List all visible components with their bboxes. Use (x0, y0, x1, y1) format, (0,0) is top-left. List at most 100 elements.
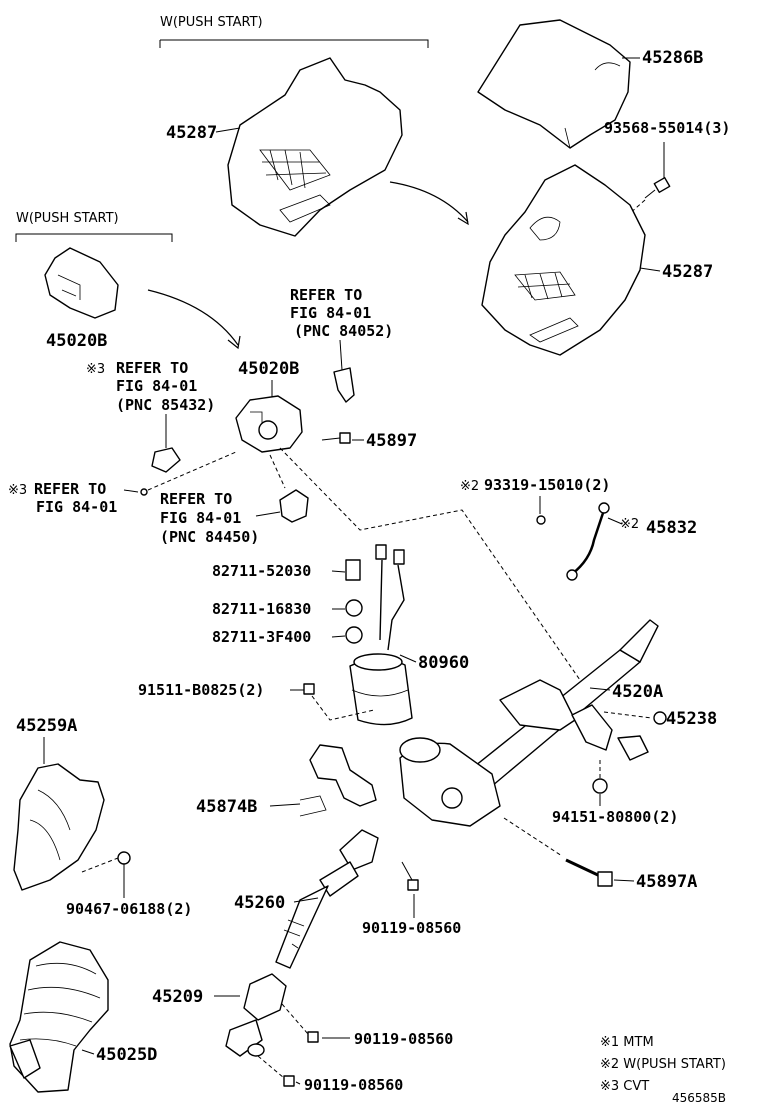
leader-82711-3F400 (331, 635, 346, 638)
nut-94151 (592, 778, 608, 794)
part-number-4520A[interactable]: 4520A (612, 682, 663, 702)
leader-45832 (607, 517, 623, 525)
part-number-45238[interactable]: 45238 (666, 709, 717, 729)
part-number-91511[interactable]: 91511-B0825(2) (138, 681, 264, 699)
ref-84450-line2[interactable]: FIG 84-01 (160, 509, 241, 527)
leader-4520A (589, 687, 611, 691)
leader-45897A (613, 879, 635, 882)
column-hole-cover-45259A (13, 763, 105, 891)
part-number-90119-b[interactable]: 90119-08560 (354, 1030, 453, 1048)
push-start-bracket-top (159, 39, 429, 48)
key-reminder-switch (333, 367, 355, 403)
shift-lock-switch (151, 447, 181, 473)
screw-cvt (140, 488, 148, 496)
leader-cvt (123, 489, 139, 493)
ignition-switch-lock-cylinder (235, 395, 303, 453)
mark-3-a: ※3 (86, 362, 105, 377)
steering-column-cover-upper (477, 19, 631, 149)
dash-93568 (627, 199, 646, 216)
part-number-45260[interactable]: 45260 (234, 893, 285, 913)
part-number-45897A[interactable]: 45897A (636, 872, 697, 892)
part-number-90119-a[interactable]: 90119-08560 (362, 919, 461, 937)
ground-wire-45832 (566, 502, 610, 581)
arrow-push-start (147, 289, 239, 346)
part-number-82711-52030[interactable]: 82711-52030 (212, 562, 311, 580)
part-number-45287-top[interactable]: 45287 (166, 123, 217, 143)
leader-45287-right (639, 267, 661, 272)
transponder-key-amplifier (279, 489, 309, 523)
ref-84052-line3[interactable]: (PNC 84052) (294, 322, 393, 340)
ref-84450-line3[interactable]: (PNC 84450) (160, 528, 259, 546)
dash-90467 (81, 857, 119, 873)
ref-85432-line1[interactable]: REFER TO (116, 359, 188, 377)
part-number-45832[interactable]: 45832 (646, 518, 697, 538)
leader-45287-top (215, 127, 241, 133)
dash-84450 (269, 454, 286, 489)
part-number-45286B[interactable]: 45286B (642, 48, 703, 68)
part-number-45020B-left[interactable]: 45020B (46, 331, 107, 351)
leader-84450 (255, 511, 281, 517)
part-number-45209[interactable]: 45209 (152, 987, 203, 1007)
ignition-switch-push-start (44, 247, 119, 319)
dash-90119-b (281, 1003, 309, 1035)
part-number-45874B[interactable]: 45874B (196, 797, 257, 817)
dash-45238 (603, 711, 653, 719)
mark-2-a: ※2 (460, 479, 479, 494)
steering-column-assembly (399, 619, 659, 827)
dash-switch-to-column (279, 447, 581, 681)
dash-45897A (503, 817, 563, 857)
sliding-yoke-45209 (225, 973, 287, 1057)
ref-84052-line2[interactable]: FIG 84-01 (290, 304, 371, 322)
ref-84052-line1[interactable]: REFER TO (290, 286, 362, 304)
ref-85432-line3[interactable]: (PNC 85432) (116, 396, 215, 414)
part-number-93568[interactable]: 93568-55014(3) (604, 119, 730, 137)
screw-93319 (536, 515, 546, 525)
ref-85432-line2[interactable]: FIG 84-01 (116, 377, 197, 395)
leader-45874B (269, 803, 301, 807)
spiral-cable-80960 (349, 544, 413, 726)
part-number-45259A[interactable]: 45259A (16, 716, 77, 736)
push-start-bracket-left (15, 233, 173, 242)
bracket-45874B (299, 744, 377, 817)
steering-column-cover-lower-push-start (227, 57, 403, 237)
bolt-90119-b (307, 1031, 319, 1043)
part-number-82711-3F400[interactable]: 82711-3F400 (212, 628, 311, 646)
leader-80960 (399, 654, 417, 663)
ref-84450-line1[interactable]: REFER TO (160, 490, 232, 508)
column-hole-cover-boot-45025D (9, 941, 109, 1093)
bolt-90119-a (401, 861, 419, 891)
part-number-45020B-center[interactable]: 45020B (238, 359, 299, 379)
ref-cvt-line2[interactable]: FIG 84-01 (36, 498, 117, 516)
part-number-45897[interactable]: 45897 (366, 431, 417, 451)
dash-90119-c (257, 1055, 285, 1079)
legend-note-3: ※3 CVT (600, 1079, 649, 1094)
push-start-label-left: W(PUSH START) (16, 211, 119, 226)
part-number-93319[interactable]: 93319-15010(2) (484, 476, 610, 494)
leader-90119-c (295, 1081, 301, 1085)
clip-82711-52030 (345, 559, 361, 581)
legend-note-1: ※1 MTM (600, 1035, 654, 1050)
part-number-90119-c[interactable]: 90119-08560 (304, 1076, 403, 1094)
clip-82711-3F400 (345, 626, 363, 644)
mark-2-b: ※2 (620, 517, 639, 532)
intermediate-shaft-45260 (275, 829, 379, 969)
part-number-94151[interactable]: 94151-80800(2) (552, 808, 678, 826)
ref-cvt-line1[interactable]: REFER TO (34, 480, 106, 498)
part-number-45025D[interactable]: 45025D (96, 1045, 157, 1065)
arrow-cover-replace (389, 181, 469, 223)
part-number-45287-right[interactable]: 45287 (662, 262, 713, 282)
leader-45025D (81, 1049, 95, 1055)
part-number-82711-16830[interactable]: 82711-16830 (212, 600, 311, 618)
part-number-90467[interactable]: 90467-06188(2) (66, 900, 192, 918)
part-number-80960[interactable]: 80960 (418, 653, 469, 673)
legend-note-2: ※2 W(PUSH START) (600, 1057, 726, 1072)
steering-column-cover-lower (481, 164, 646, 356)
bolt-45897 (321, 432, 351, 444)
arrowhead-cover (457, 211, 469, 226)
screw-93568 (644, 176, 671, 199)
clip-90467 (117, 851, 131, 865)
diagram-id: 456585B (672, 1091, 726, 1105)
mark-3-b: ※3 (8, 483, 27, 498)
dash-91511 (311, 695, 375, 721)
